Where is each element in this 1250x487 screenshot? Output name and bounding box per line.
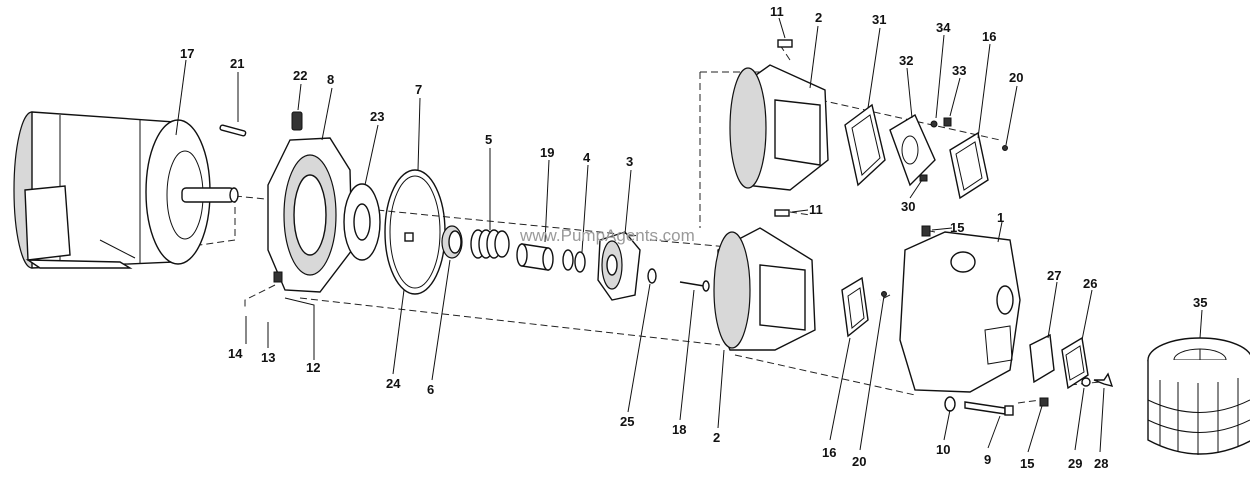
- callout-35: 35: [1193, 295, 1207, 310]
- callout-7: 7: [415, 82, 422, 97]
- callout-28: 28: [1094, 456, 1108, 471]
- callout-11-mid: 11: [809, 202, 823, 217]
- callout-2-bottom: 2: [713, 430, 720, 445]
- callout-34: 34: [936, 20, 951, 35]
- callout-16-top: 16: [982, 29, 996, 44]
- gasket-16-upper: [949, 131, 989, 200]
- plug-22: [291, 111, 303, 131]
- o-ring: [384, 169, 446, 295]
- cover-gasket: [1029, 333, 1055, 384]
- callout-9: 9: [984, 452, 991, 467]
- callout-21: 21: [230, 56, 244, 71]
- seal-spring: [470, 229, 510, 259]
- callout-18: 18: [672, 422, 686, 437]
- callout-20-bottom: 20: [852, 454, 866, 469]
- callout-8: 8: [327, 72, 334, 87]
- callout-4: 4: [583, 150, 591, 165]
- casing-upper: [729, 39, 829, 191]
- callout-29: 29: [1068, 456, 1082, 471]
- callout-20-top: 20: [1009, 70, 1023, 85]
- callout-labels: 17 21 22 8 23 7 5 19 4 3 11 2 31 34 32 3…: [180, 4, 1207, 471]
- callout-15-top: 15: [950, 220, 964, 235]
- callout-1: 1: [997, 210, 1004, 225]
- callout-3: 3: [626, 154, 633, 169]
- seal-seat: [441, 225, 463, 259]
- motor: [13, 111, 239, 269]
- callout-13: 13: [261, 350, 275, 365]
- callout-14: 14: [228, 346, 243, 361]
- casing-lower: [713, 209, 816, 351]
- callout-33: 33: [952, 63, 966, 78]
- strainer: [1147, 337, 1250, 455]
- leader-lines: [175, 17, 1203, 453]
- callout-25: 25: [620, 414, 634, 429]
- callout-16-bottom: 16: [822, 445, 836, 460]
- pump-body: [899, 225, 1021, 393]
- screw-20-lower: [881, 291, 887, 297]
- callout-10: 10: [936, 442, 950, 457]
- callout-6: 6: [427, 382, 434, 397]
- impeller-nut: [647, 268, 657, 284]
- impeller: [597, 231, 641, 301]
- gasket-lower: [841, 276, 869, 338]
- cover-plate: [1061, 336, 1089, 390]
- shaft-key: [219, 124, 247, 137]
- callout-12: 12: [306, 360, 320, 375]
- slinger-washer: [343, 183, 381, 261]
- drain-plug: [1081, 372, 1114, 387]
- adapter-bracket: [267, 137, 353, 293]
- callout-22: 22: [293, 68, 307, 83]
- callout-26: 26: [1083, 276, 1097, 291]
- callout-15-bottom: 15: [1020, 456, 1034, 471]
- callout-31: 31: [872, 12, 886, 27]
- screw-18: [679, 280, 710, 292]
- shaft-sleeve: [516, 243, 554, 271]
- callout-27: 27: [1047, 268, 1061, 283]
- callout-2-top: 2: [815, 10, 822, 25]
- screw-20-upper: [1002, 145, 1008, 151]
- watermark: www.PumpAgents.com: [519, 226, 695, 245]
- callout-11-top: 11: [770, 4, 784, 19]
- bolt-9: [944, 396, 1049, 416]
- callout-23: 23: [370, 109, 384, 124]
- callout-19: 19: [540, 145, 554, 160]
- washers: [562, 249, 586, 273]
- callout-17: 17: [180, 46, 194, 61]
- callout-32: 32: [899, 53, 913, 68]
- callout-30: 30: [901, 199, 915, 214]
- callout-5: 5: [485, 132, 492, 147]
- check-valve-plate: [889, 113, 952, 187]
- gasket-upper: [844, 103, 886, 187]
- callout-24: 24: [386, 376, 401, 391]
